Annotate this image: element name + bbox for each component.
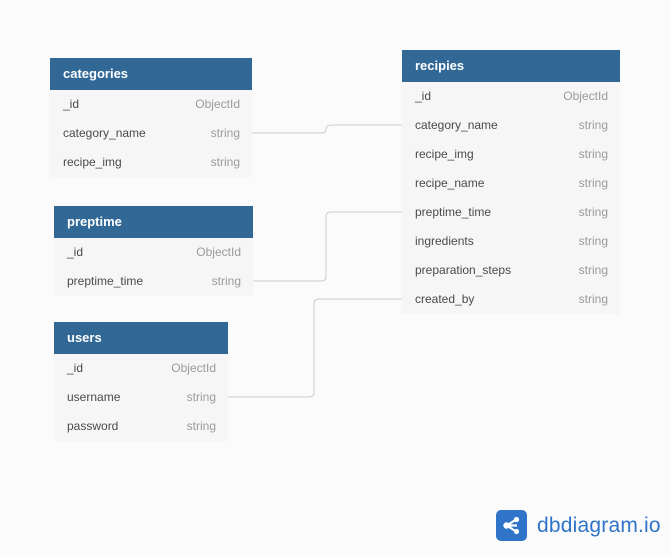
table-header[interactable]: preptime xyxy=(54,206,253,238)
field-name: _id xyxy=(67,361,84,375)
field-type: string xyxy=(211,274,241,288)
field-type: string xyxy=(578,263,608,277)
field-name: preptime_time xyxy=(67,274,144,288)
field-type: string xyxy=(210,126,240,140)
share-nodes-icon xyxy=(496,510,527,541)
field-type: string xyxy=(578,292,608,306)
field-type: string xyxy=(578,205,608,219)
field-type: string xyxy=(186,390,216,404)
field-name: username xyxy=(67,390,121,404)
table-preptime[interactable]: preptime _id ObjectId preptime_time stri… xyxy=(54,206,253,296)
table-users[interactable]: users _id ObjectId username string passw… xyxy=(54,322,228,441)
field-type: ObjectId xyxy=(171,361,216,375)
field-type: string xyxy=(186,419,216,433)
table-row[interactable]: preptime_time string xyxy=(402,198,620,227)
field-name: _id xyxy=(63,97,80,111)
field-name: _id xyxy=(67,245,84,259)
table-row[interactable]: password string xyxy=(54,412,228,441)
relationship-line-preptime-recipies[interactable] xyxy=(253,211,402,282)
table-row[interactable]: category_name string xyxy=(402,111,620,140)
field-type: ObjectId xyxy=(196,245,241,259)
table-row[interactable]: username string xyxy=(54,383,228,412)
field-name: ingredients xyxy=(415,234,474,248)
field-name: category_name xyxy=(415,118,498,132)
table-row[interactable]: recipe_name string xyxy=(402,169,620,198)
table-row[interactable]: _id ObjectId xyxy=(50,90,252,119)
table-row[interactable]: created_by string xyxy=(402,285,620,314)
field-type: string xyxy=(578,234,608,248)
table-header[interactable]: users xyxy=(54,322,228,354)
table-row[interactable]: _id ObjectId xyxy=(54,354,228,383)
field-type: ObjectId xyxy=(563,89,608,103)
table-row[interactable]: ingredients string xyxy=(402,227,620,256)
dbdiagram-logo[interactable]: dbdiagram.io xyxy=(496,510,661,541)
table-row[interactable]: _id ObjectId xyxy=(54,238,253,267)
field-name: preparation_steps xyxy=(415,263,512,277)
table-row[interactable]: preptime_time string xyxy=(54,267,253,296)
field-type: string xyxy=(578,176,608,190)
table-header[interactable]: recipies xyxy=(402,50,620,82)
field-name: _id xyxy=(415,89,432,103)
field-type: ObjectId xyxy=(195,97,240,111)
field-name: recipe_img xyxy=(415,147,474,161)
field-type: string xyxy=(210,155,240,169)
table-categories[interactable]: categories _id ObjectId category_name st… xyxy=(50,58,252,177)
table-row[interactable]: recipe_img string xyxy=(402,140,620,169)
field-name: password xyxy=(67,419,119,433)
field-name: recipe_img xyxy=(63,155,122,169)
field-name: created_by xyxy=(415,292,475,306)
table-row[interactable]: recipe_img string xyxy=(50,148,252,177)
field-name: recipe_name xyxy=(415,176,485,190)
field-name: preptime_time xyxy=(415,205,492,219)
relationship-line-categories-recipies[interactable] xyxy=(252,124,402,134)
logo-text: dbdiagram.io xyxy=(537,513,661,537)
field-type: string xyxy=(578,147,608,161)
table-row[interactable]: preparation_steps string xyxy=(402,256,620,285)
table-row[interactable]: category_name string xyxy=(50,119,252,148)
table-recipies[interactable]: recipies _id ObjectId category_name stri… xyxy=(402,50,620,314)
table-row[interactable]: _id ObjectId xyxy=(402,82,620,111)
field-name: category_name xyxy=(63,126,146,140)
field-type: string xyxy=(578,118,608,132)
relationship-line-users-recipies[interactable] xyxy=(228,298,402,398)
table-header[interactable]: categories xyxy=(50,58,252,90)
